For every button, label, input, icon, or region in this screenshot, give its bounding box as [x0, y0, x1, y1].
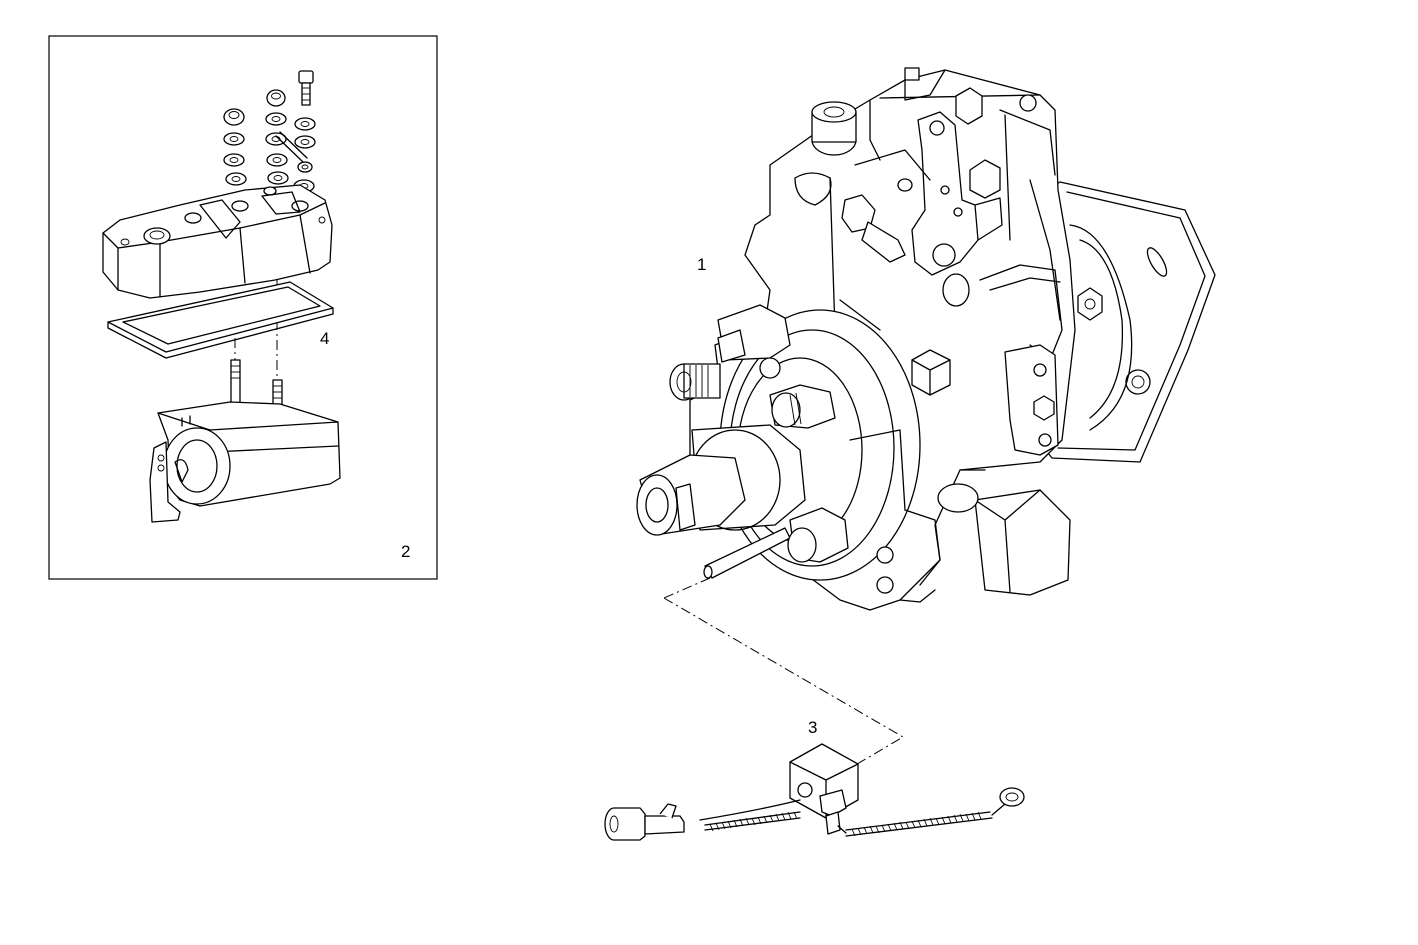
callout-inset-kit: 2	[401, 542, 410, 561]
hex-nut-icon	[1077, 287, 1103, 321]
callout-solenoid: 3	[808, 718, 817, 737]
washer-icon	[293, 117, 316, 193]
alignment-line	[663, 597, 904, 771]
adjusting-screw-icon	[841, 194, 906, 263]
callout-gasket: 4	[320, 329, 329, 348]
wire-sleeve-icon	[845, 811, 993, 837]
nut-icon	[266, 89, 286, 107]
hex-nut-icon	[955, 87, 1001, 199]
banjo-fitting-icon	[717, 304, 791, 379]
hex-plug-icon	[937, 483, 1071, 596]
hose-nipple-icon	[669, 363, 721, 401]
inset-hardware-group	[223, 70, 316, 193]
callout-pump: 1	[697, 255, 706, 274]
threaded-fitting-icon	[769, 384, 836, 429]
nut-icon	[223, 108, 245, 126]
washer-icon	[265, 112, 289, 185]
inset-kit-panel: 4 2	[48, 35, 438, 580]
hex-bolt-icon	[911, 349, 951, 396]
threaded-fitting-icon	[787, 507, 849, 563]
injection-pump-icon	[636, 67, 1216, 611]
throttle-lever-icon	[911, 111, 1003, 276]
bracket-plate-icon	[1004, 344, 1059, 456]
bolt-icon	[298, 70, 314, 106]
drive-hub-icon	[636, 424, 806, 536]
plug-connector-icon	[604, 803, 685, 841]
cover-block-icon	[102, 184, 333, 299]
cap-nut-icon	[811, 101, 857, 156]
wire-sleeve-icon	[704, 811, 801, 831]
washer-icon	[223, 132, 247, 186]
solenoid-valve-icon	[604, 577, 1025, 841]
gasket-icon	[107, 281, 334, 359]
alignment-line	[663, 577, 711, 599]
ring-terminal-icon	[999, 787, 1025, 807]
link-rod-icon	[275, 131, 308, 163]
stop-solenoid-body-icon	[149, 401, 341, 523]
